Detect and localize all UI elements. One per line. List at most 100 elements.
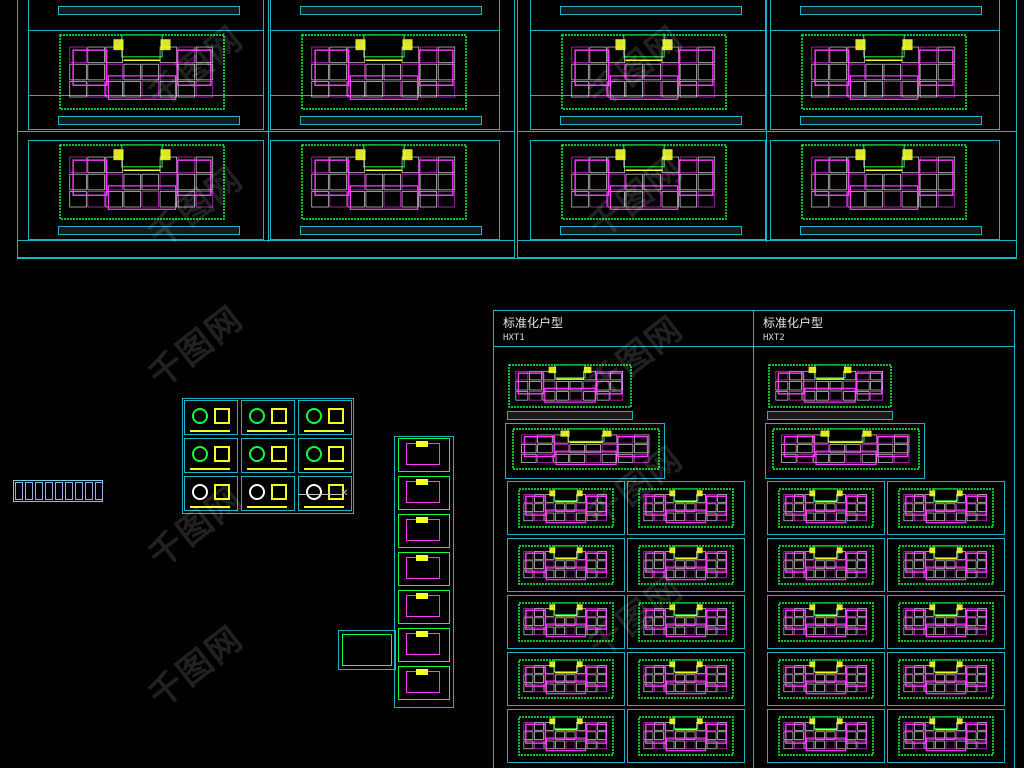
layout-sheet[interactable] xyxy=(770,30,1000,130)
standard-floor-plan[interactable] xyxy=(767,363,893,409)
unit-floor-plan[interactable] xyxy=(897,601,995,643)
unit-sheet[interactable] xyxy=(627,595,745,649)
unit-plan-cell[interactable] xyxy=(398,552,450,586)
unit-floor-plan[interactable] xyxy=(517,658,615,700)
detail-symbol xyxy=(306,408,322,424)
detail-cell[interactable] xyxy=(298,476,352,511)
unit-stair xyxy=(416,631,428,637)
detail-cell[interactable] xyxy=(241,400,295,435)
floor-plan[interactable] xyxy=(300,143,468,221)
unit-plan-cell[interactable] xyxy=(398,514,450,548)
unit-sheet[interactable] xyxy=(767,538,885,592)
unit-floor-plan[interactable] xyxy=(897,658,995,700)
detail-cell[interactable] xyxy=(184,400,238,435)
unit-floor-plan[interactable] xyxy=(777,715,875,757)
unit-floor-plan[interactable] xyxy=(517,487,615,529)
unit-plan-cell[interactable] xyxy=(398,590,450,624)
layout-sheet[interactable] xyxy=(270,140,500,240)
detail-cell[interactable] xyxy=(184,476,238,511)
plan-frame[interactable] xyxy=(765,423,925,479)
panel-1-title: 标准化户型 xyxy=(503,316,564,330)
unit-floor-plan[interactable] xyxy=(517,601,615,643)
unit-floor-plan[interactable] xyxy=(777,658,875,700)
unit-floor-plan[interactable] xyxy=(637,601,735,643)
floor-plan[interactable] xyxy=(800,33,968,111)
unit-sheet[interactable] xyxy=(507,538,625,592)
unit-stair xyxy=(416,517,428,523)
layout-sheet[interactable] xyxy=(270,30,500,130)
unit-sheet[interactable] xyxy=(887,595,1005,649)
unit-floor-plan[interactable] xyxy=(517,544,615,586)
unit-sheet[interactable] xyxy=(887,709,1005,763)
unit-floor-plan[interactable] xyxy=(897,715,995,757)
legend-cell xyxy=(75,482,83,500)
standard-floor-plan[interactable] xyxy=(507,363,633,409)
unit-sheet[interactable] xyxy=(507,709,625,763)
layout-sheet[interactable] xyxy=(28,30,264,130)
plan-frame[interactable] xyxy=(505,423,665,479)
unit-sheet[interactable] xyxy=(627,481,745,535)
drawing-frame-top-left xyxy=(17,0,515,258)
unit-sheet[interactable] xyxy=(507,652,625,706)
unit-column[interactable] xyxy=(394,436,454,708)
floor-plan[interactable] xyxy=(58,33,226,111)
unit-floor-plan[interactable] xyxy=(637,658,735,700)
panel-divider xyxy=(753,310,754,768)
sheet-title-bar xyxy=(300,116,482,125)
detail-block[interactable] xyxy=(182,398,354,514)
layout-sheet[interactable] xyxy=(28,140,264,240)
unit-sheet[interactable] xyxy=(767,481,885,535)
floor-plan[interactable] xyxy=(800,143,968,221)
floor-plan[interactable] xyxy=(560,143,728,221)
unit-floor-plan[interactable] xyxy=(637,544,735,586)
watermark-logo: 千图网 xyxy=(141,618,252,717)
detail-symbol xyxy=(249,408,265,424)
unit-plan-cell[interactable] xyxy=(342,634,392,666)
unit-sheet[interactable] xyxy=(767,595,885,649)
floor-plan[interactable] xyxy=(300,33,468,111)
detail-cell[interactable] xyxy=(184,438,238,473)
sheet-title-bar xyxy=(800,226,982,235)
floor-plan[interactable] xyxy=(560,33,728,111)
detail-cell[interactable] xyxy=(241,476,295,511)
unit-sheet[interactable] xyxy=(767,709,885,763)
unit-floor-plan[interactable] xyxy=(777,544,875,586)
unit-sheet[interactable] xyxy=(887,538,1005,592)
detail-underline xyxy=(304,430,344,432)
panel-header-line xyxy=(493,346,1015,347)
unit-floor-plan[interactable] xyxy=(897,487,995,529)
unit-sheet[interactable] xyxy=(887,481,1005,535)
unit-floor-plan[interactable] xyxy=(897,544,995,586)
unit-sheet[interactable] xyxy=(767,652,885,706)
cross-icon[interactable]: ✕ xyxy=(340,488,349,499)
detail-symbol xyxy=(192,446,208,462)
unit-sheet[interactable] xyxy=(627,709,745,763)
unit-plan-cell[interactable] xyxy=(398,628,450,662)
detail-cell[interactable] xyxy=(298,400,352,435)
layout-sheet[interactable] xyxy=(530,140,766,240)
unit-sheet[interactable] xyxy=(507,595,625,649)
floor-plan[interactable] xyxy=(58,143,226,221)
unit-sheet[interactable] xyxy=(507,481,625,535)
layout-sheet[interactable] xyxy=(530,30,766,130)
plan-title-bar xyxy=(767,411,893,420)
combined-floor-plan[interactable] xyxy=(771,427,921,471)
layout-sheet[interactable] xyxy=(770,140,1000,240)
unit-sheet[interactable] xyxy=(627,538,745,592)
unit-floor-plan[interactable] xyxy=(517,715,615,757)
unit-floor-plan[interactable] xyxy=(777,487,875,529)
unit-sheet[interactable] xyxy=(627,652,745,706)
unit-sheet[interactable] xyxy=(887,652,1005,706)
combined-floor-plan[interactable] xyxy=(511,427,661,471)
unit-plan-cell[interactable] xyxy=(398,476,450,510)
unit-floor-plan[interactable] xyxy=(777,601,875,643)
legend-cell xyxy=(95,482,103,500)
unit-floor-plan[interactable] xyxy=(637,487,735,529)
unit-floor-plan[interactable] xyxy=(637,715,735,757)
legend-cell xyxy=(35,482,43,500)
unit-plan-cell[interactable] xyxy=(398,666,450,700)
detail-cell[interactable] xyxy=(241,438,295,473)
detail-cell[interactable] xyxy=(298,438,352,473)
unit-plan-cell[interactable] xyxy=(398,438,450,472)
